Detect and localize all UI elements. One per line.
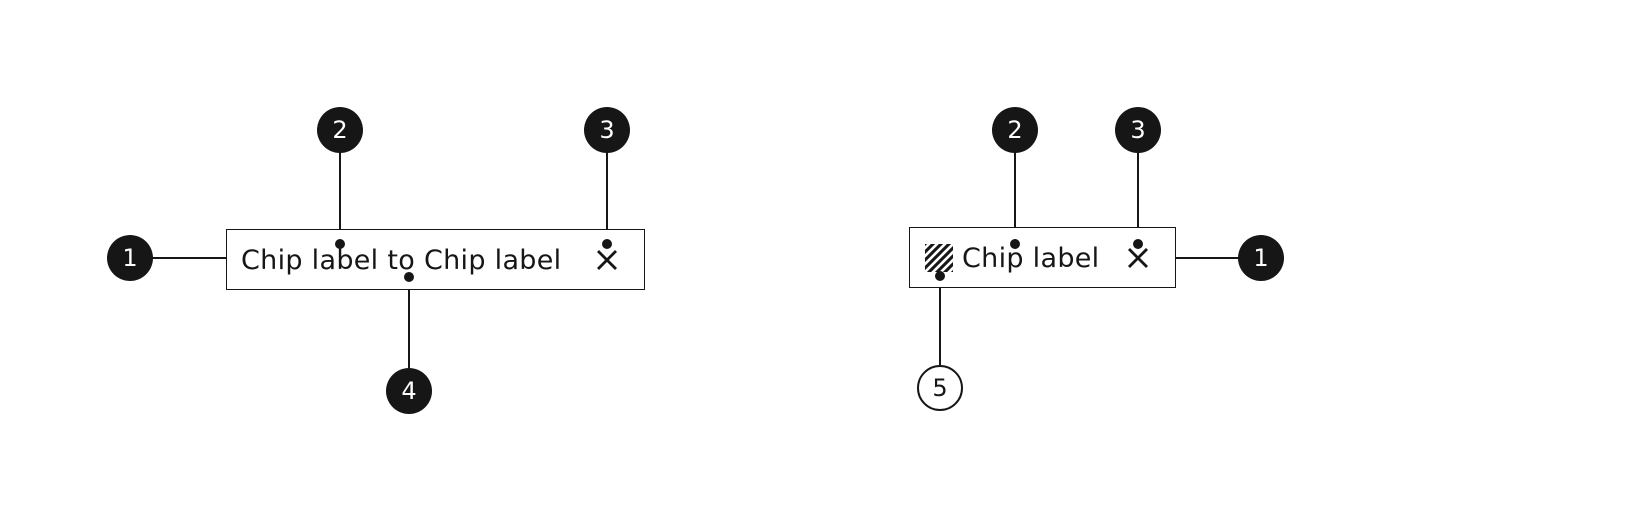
callout-2-right: 2 <box>992 107 1038 153</box>
anchor-dot-2-left <box>335 239 345 249</box>
striped-placeholder-icon <box>925 244 953 272</box>
chip-long-label[interactable]: Chip label to Chip label <box>226 229 645 290</box>
chip-with-icon[interactable]: Chip label <box>909 227 1176 288</box>
chip-label: Chip label to Chip label <box>241 245 562 276</box>
anchor-dot-3-left <box>602 239 612 249</box>
leader-line-3-right <box>1137 152 1139 244</box>
callout-1-right: 1 <box>1238 235 1284 281</box>
callout-1-left: 1 <box>107 235 153 281</box>
leader-line-2-left <box>339 152 341 244</box>
callout-3-left: 3 <box>584 107 630 153</box>
callout-4-left: 4 <box>386 368 432 414</box>
callout-5-right: 5 <box>917 365 963 411</box>
anchor-dot-3-right <box>1133 239 1143 249</box>
leader-line-4-left <box>408 277 410 369</box>
leader-line-1-left <box>152 257 227 259</box>
callout-3-right: 3 <box>1115 107 1161 153</box>
leader-line-5-right <box>939 276 941 366</box>
close-icon[interactable] <box>595 248 619 272</box>
leader-line-2-right <box>1014 152 1016 244</box>
close-icon[interactable] <box>1126 246 1150 270</box>
anchor-dot-2-right <box>1010 239 1020 249</box>
anchor-dot-5-right <box>935 271 945 281</box>
leader-line-1-right <box>1175 257 1240 259</box>
anchor-dot-4-left <box>404 272 414 282</box>
callout-2-left: 2 <box>317 107 363 153</box>
chip-label: Chip label <box>962 243 1100 274</box>
leader-line-3-left <box>606 152 608 244</box>
